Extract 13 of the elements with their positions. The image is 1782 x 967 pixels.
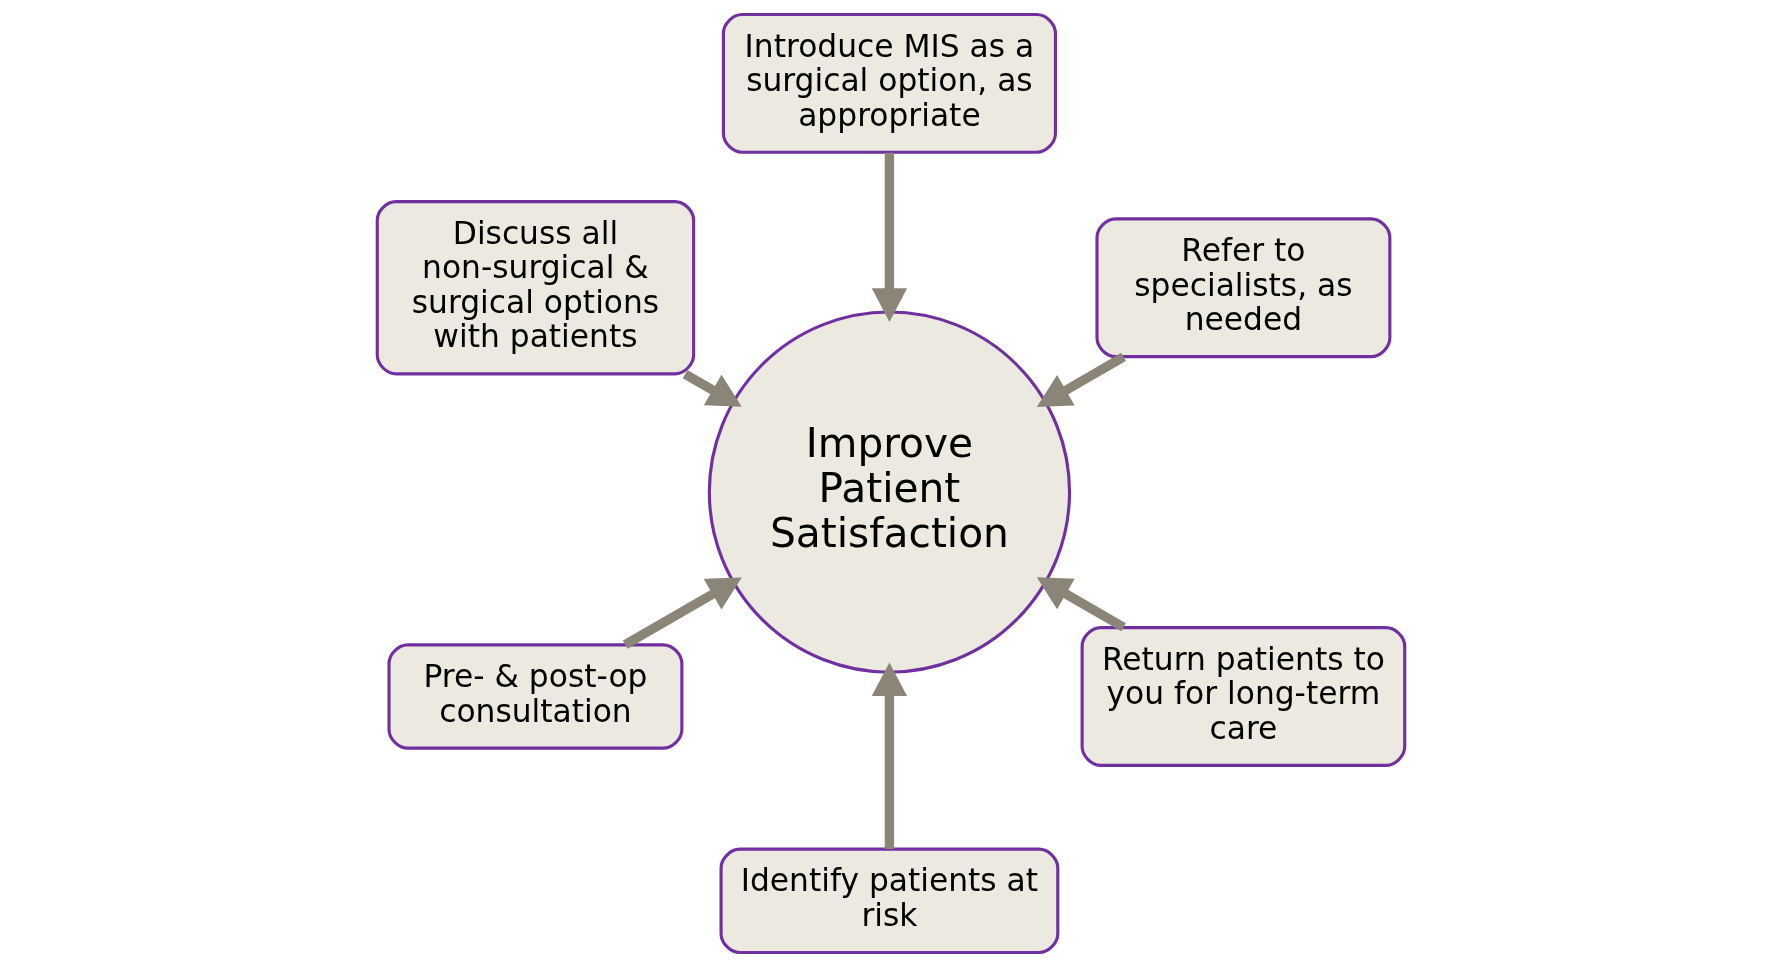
arrow bbox=[622, 577, 742, 649]
node-box: Discuss all non-surgical & surgical options with patients bbox=[375, 200, 696, 376]
arrow bbox=[871, 152, 908, 322]
node-box: Pre- & post-op consultation bbox=[387, 643, 684, 750]
arrow bbox=[682, 370, 742, 407]
node-box: Return patients to you for long-term care bbox=[1080, 626, 1407, 767]
node-circle: Improve Patient Satisfaction bbox=[707, 310, 1072, 674]
arrow bbox=[1036, 352, 1126, 408]
arrow bbox=[1036, 577, 1126, 632]
node-box: Identify patients at risk bbox=[719, 847, 1060, 955]
node-box: Introduce MIS as a surgical option, as appropriate bbox=[721, 12, 1057, 154]
arrow bbox=[871, 662, 908, 850]
node-box: Refer to specialists, as needed bbox=[1095, 217, 1392, 359]
